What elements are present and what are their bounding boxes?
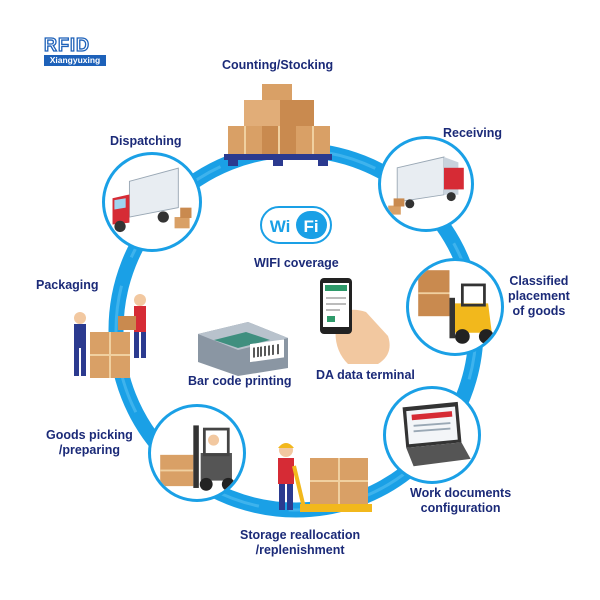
step-label-storage-reallocation: Storage reallocation /replenishment (240, 528, 361, 557)
wifi-caption: WIFI coverage (254, 256, 339, 270)
laptop-icon (402, 401, 471, 467)
wifi-logo: Wi Fi (260, 206, 332, 244)
barcode-printer-icon (198, 322, 288, 376)
wifi-logo-left-text: Wi (270, 217, 291, 236)
step-label-receiving: Receiving (443, 126, 503, 140)
step-label-counting-stocking: Counting/Stocking (222, 58, 334, 72)
logo-subtitle: Xiangyuxing (44, 55, 106, 66)
forklift-picking-icon (160, 425, 235, 491)
step-label-goods-picking: Goods picking /preparing (46, 428, 133, 457)
dispatching-node (102, 152, 202, 252)
forklift-icon (418, 270, 494, 344)
step-label-classified-placement: Classified placement of goods (508, 274, 570, 318)
barcode-caption: Bar code printing (188, 374, 292, 388)
receiving-node (378, 136, 474, 232)
step-label-dispatching: Dispatching (110, 134, 182, 148)
truck-dispatch-icon (112, 167, 192, 233)
workers-packaging-icon (74, 294, 146, 378)
wifi-logo-right-text: Fi (303, 217, 318, 236)
handheld-terminal-icon (320, 278, 390, 364)
logo-text: RFID (43, 35, 90, 55)
pallet-jack-worker-icon (278, 443, 372, 512)
terminal-caption: DA data terminal (316, 368, 415, 382)
step-label-packaging: Packaging (36, 278, 99, 292)
brand-logo: RFID Xiangyuxing (43, 35, 106, 66)
goods-picking-node (148, 404, 246, 502)
work-documents-node (383, 386, 481, 484)
truck-unloading-icon (388, 156, 464, 215)
classified-placement-node (406, 258, 504, 356)
step-label-work-documents: Work documents configuration (410, 486, 512, 515)
pallet-boxes-icon (224, 84, 332, 166)
